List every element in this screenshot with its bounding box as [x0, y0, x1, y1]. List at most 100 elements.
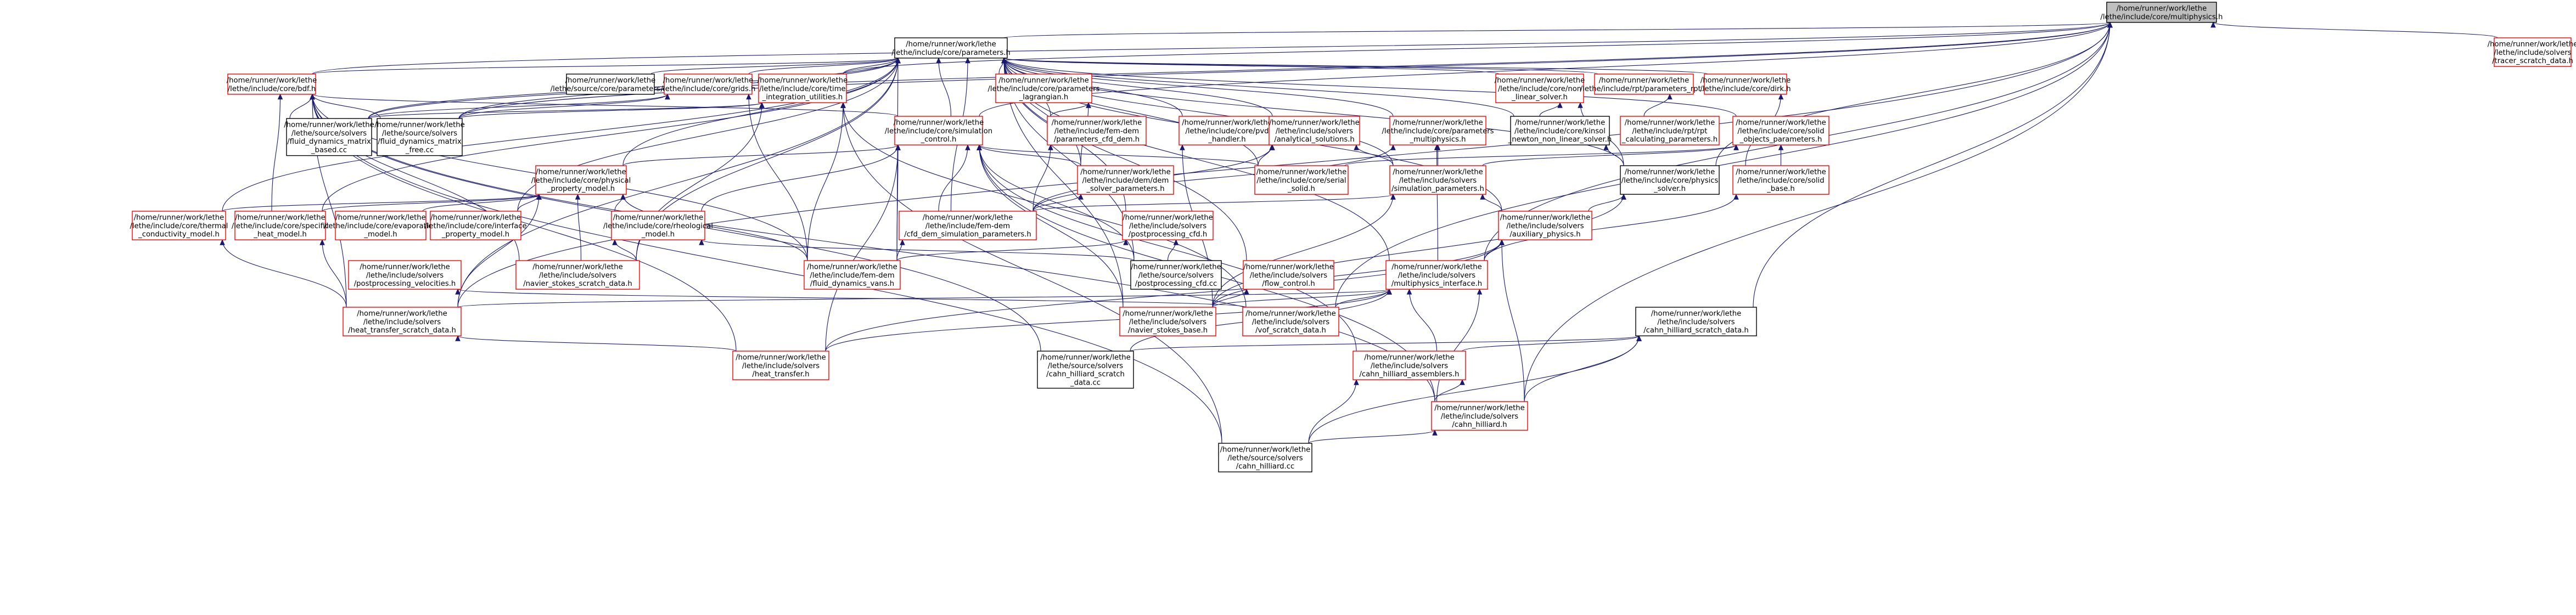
graph-node-cahn-hilliard-scratch-h[interactable]: /home/runner/work/lethe/lethe/include/so… — [1635, 307, 1757, 336]
node-label-line: /home/runner/work/lethe — [1052, 119, 1142, 127]
graph-node-pvd-handler[interactable]: /home/runner/work/lethe/lethe/include/co… — [1178, 116, 1276, 145]
graph-node-cahn-hilliard-h[interactable]: /home/runner/work/lethe/lethe/include/so… — [1431, 401, 1528, 431]
edge-line — [1643, 94, 1670, 117]
graph-node-bdf[interactable]: /home/runner/work/lethe/lethe/include/co… — [227, 74, 317, 95]
graph-edge — [896, 239, 1129, 261]
graph-node-cahn-hilliard-cc[interactable]: /home/runner/work/lethe/lethe/source/sol… — [1218, 443, 1312, 472]
graph-node-simulation-control[interactable]: /home/runner/work/lethe/lethe/include/co… — [885, 116, 992, 145]
graph-node-fem-dem-cfd-params[interactable]: /home/runner/work/lethe/lethe/include/fe… — [1047, 116, 1147, 145]
graph-node-specific-heat[interactable]: /home/runner/work/lethe/lethe/include/co… — [232, 211, 329, 240]
graph-node-solid-base[interactable]: /home/runner/work/lethe/lethe/include/co… — [1732, 165, 1829, 195]
edge-arrowhead — [1480, 193, 1485, 200]
graph-node-ns-scratch[interactable]: /home/runner/work/lethe/lethe/include/so… — [515, 260, 640, 290]
graph-node-rpt-calculating[interactable]: /home/runner/work/lethe/lethe/include/rp… — [1620, 116, 1720, 145]
graph-node-dirk[interactable]: /home/runner/work/lethe/lethe/include/co… — [1700, 74, 1791, 95]
node-box — [664, 74, 753, 95]
graph-node-fluid-dynamics-vans[interactable]: /home/runner/work/lethe/lethe/include/fe… — [804, 260, 901, 290]
graph-node-param-lagrangian[interactable]: /home/runner/work/lethe/lethe/include/co… — [987, 74, 1100, 103]
node-label-line: _solver.h — [1653, 185, 1686, 193]
graph-edge — [1050, 101, 1091, 117]
graph-node-ns-base[interactable]: /home/runner/work/lethe/lethe/include/so… — [1119, 307, 1216, 336]
graph-node-postprocessing-cfd-cc[interactable]: /home/runner/work/lethe/lethe/source/sol… — [1130, 260, 1222, 290]
graph-node-param-multiphysics[interactable]: /home/runner/work/lethe/lethe/include/co… — [1382, 116, 1494, 145]
node-label-line: _based.cc — [311, 146, 347, 155]
graph-node-rheological[interactable]: /home/runner/work/lethe/lethe/include/co… — [603, 211, 713, 240]
graph-node-physical-property[interactable]: /home/runner/work/lethe/lethe/include/co… — [531, 165, 631, 195]
node-label-line: /home/runner/work/lethe — [284, 121, 374, 129]
edge-arrowhead — [976, 144, 982, 150]
node-label-line: /lethe/include/core/physics — [1621, 177, 1719, 185]
graph-edge — [1032, 144, 1053, 212]
node-label-line: /home/runner/work/lethe — [1040, 353, 1131, 362]
edge-line — [938, 58, 952, 117]
graph-node-parameters-cc[interactable]: /home/runner/work/lethe/lethe/source/cor… — [551, 74, 671, 95]
node-label-line: /fluid_dynamics_matrix — [378, 138, 462, 146]
node-label-line: /lethe/include/rpt/parameters_rpt.h — [1580, 85, 1708, 93]
node-label-line: /home/runner/work/lethe — [998, 76, 1089, 84]
graph-node-solid-objects-params[interactable]: /home/runner/work/lethe/lethe/include/co… — [1732, 116, 1829, 145]
edge-line — [1258, 145, 1272, 166]
graph-node-grids[interactable]: /home/runner/work/lethe/lethe/include/co… — [661, 74, 756, 95]
graph-node-time-integration[interactable]: /home/runner/work/lethe/lethe/include/co… — [757, 74, 848, 103]
graph-node-parameters[interactable]: /home/runner/work/lethe/lethe/include/co… — [891, 37, 1011, 59]
edge-arrowhead — [1390, 193, 1396, 200]
node-box — [1037, 351, 1134, 389]
edge-arrowhead — [665, 93, 670, 100]
graph-node-simulation-parameters[interactable]: /home/runner/work/lethe/lethe/include/so… — [1389, 165, 1486, 195]
edge-arrowhead — [1578, 101, 1583, 108]
graph-node-cahn-hilliard-scratch-cc[interactable]: /home/runner/work/lethe/lethe/source/sol… — [1037, 351, 1134, 389]
graph-node-cahn-hilliard-assemblers[interactable]: /home/runner/work/lethe/lethe/include/so… — [1352, 351, 1466, 380]
node-label-line: _linear_solver.h — [1511, 93, 1568, 101]
graph-node-evaporation[interactable]: /home/runner/work/lethe/lethe/include/co… — [324, 211, 437, 240]
graph-node-multiphysics-interface[interactable]: /home/runner/work/lethe/lethe/include/so… — [1385, 260, 1488, 290]
graph-node-cfd-dem-sim-params[interactable]: /home/runner/work/lethe/lethe/include/fe… — [899, 211, 1037, 240]
graph-node-nonlinear-solver[interactable]: /home/runner/work/lethe/lethe/include/co… — [1495, 74, 1585, 103]
graph-node-tracer-scratch[interactable]: /home/runner/work/lethe/lethe/include/so… — [2488, 37, 2576, 67]
edge-line — [1462, 335, 1640, 352]
graph-edge — [222, 193, 542, 212]
graph-node-rpt-parameters[interactable]: /home/runner/work/lethe/lethe/include/rp… — [1580, 74, 1708, 95]
graph-node-serial-solid[interactable]: /home/runner/work/lethe/lethe/include/co… — [1254, 165, 1349, 195]
edge-line — [1434, 380, 1463, 402]
graph-node-dem-solver-params[interactable]: /home/runner/work/lethe/lethe/include/de… — [1077, 165, 1174, 195]
graph-node-heat-transfer[interactable]: /home/runner/work/lethe/lethe/include/so… — [732, 351, 829, 380]
edge-line — [1032, 194, 1394, 212]
graph-node-auxiliary-physics[interactable]: /home/runner/work/lethe/lethe/include/so… — [1498, 211, 1592, 240]
node-label-line: /lethe/include/solvers — [742, 362, 820, 370]
node-label-line: _model.h — [641, 230, 675, 239]
edge-arrowhead — [1557, 101, 1563, 108]
node-label-line: /analytical_solutions.h — [1274, 136, 1355, 144]
node-label-line: /home/runner/work/lethe — [1701, 76, 1791, 84]
graph-node-heat-transfer-scratch[interactable]: /home/runner/work/lethe/lethe/include/so… — [343, 307, 462, 336]
node-label-line: /home/runner/work/lethe — [1269, 119, 1360, 127]
graph-node-fluid-matrix-free[interactable]: /home/runner/work/lethe/lethe/source/sol… — [374, 118, 465, 156]
graph-node-fluid-matrix-based[interactable]: /home/runner/work/lethe/lethe/source/sol… — [284, 118, 374, 156]
graph-node-postprocessing-cfd[interactable]: /home/runner/work/lethe/lethe/include/so… — [1122, 211, 1214, 240]
edge-arrowhead — [1001, 57, 1007, 64]
edge-line — [1003, 58, 1737, 117]
edge-line — [1003, 58, 1598, 75]
graph-node-analytical-solutions[interactable]: /home/runner/work/lethe/lethe/include/so… — [1269, 116, 1360, 145]
graph-node-vof-scratch[interactable]: /home/runner/work/lethe/lethe/include/so… — [1242, 307, 1339, 336]
graph-node-root[interactable]: /home/runner/work/lethe/lethe/include/co… — [2101, 2, 2223, 23]
graph-edge — [455, 288, 1247, 308]
graph-node-thermal-conductivity[interactable]: /home/runner/work/lethe/lethe/include/co… — [130, 211, 228, 240]
graph-edge — [457, 57, 901, 308]
node-box — [1620, 165, 1720, 195]
graph-node-interface-property[interactable]: /home/runner/work/lethe/lethe/include/co… — [424, 211, 527, 240]
node-label-line: /home/runner/work/lethe — [1080, 168, 1171, 176]
node-label-line: _newton_non_linear_solver.h — [1508, 136, 1612, 144]
node-label-line: /multiphysics_interface.h — [1391, 280, 1482, 288]
graph-node-physics-solver[interactable]: /home/runner/work/lethe/lethe/include/co… — [1620, 165, 1720, 195]
node-label-line: /cahn_hilliard_scratch_data.h — [1643, 326, 1749, 335]
graph-node-kinsol[interactable]: /home/runner/work/lethe/lethe/include/co… — [1508, 116, 1612, 145]
graph-node-postprocessing-velocities[interactable]: /home/runner/work/lethe/lethe/include/so… — [348, 260, 462, 290]
node-box — [1119, 307, 1216, 336]
graph-node-flow-control[interactable]: /home/runner/work/lethe/lethe/include/so… — [1243, 260, 1334, 290]
edge-arrowhead — [1733, 144, 1739, 150]
edge-line — [271, 94, 281, 212]
graph-edge — [896, 239, 905, 261]
node-label-line: /home/runner/work/lethe — [565, 76, 656, 84]
edge-arrowhead — [895, 57, 901, 64]
